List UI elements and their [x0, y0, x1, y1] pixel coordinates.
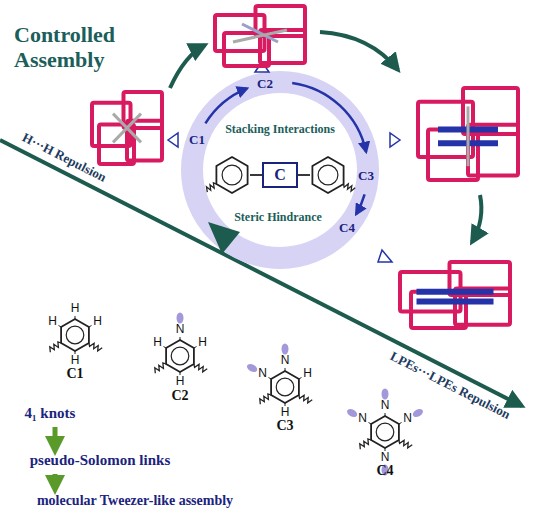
lone-pair — [282, 344, 289, 355]
aromatic-circle — [171, 347, 189, 365]
atom-symbol: N — [176, 323, 185, 337]
atom-symbol: N — [358, 412, 367, 426]
atom-symbol: H — [93, 315, 102, 329]
atom-symbol: N — [381, 451, 390, 465]
aromatic-ring — [61, 319, 89, 351]
knot-linker — [417, 299, 494, 305]
cycle-arrow — [356, 194, 364, 214]
atom-bond — [285, 368, 286, 371]
step-arrow — [170, 45, 205, 88]
atom-symbol: N — [281, 354, 290, 368]
atom-bond — [89, 326, 92, 328]
knot-linker — [417, 289, 494, 295]
aromatic-circle — [222, 165, 242, 185]
ring-step: C1 — [189, 133, 205, 148]
wavy-bond — [207, 183, 217, 192]
atom-symbol: H — [71, 354, 80, 368]
topology-label: molecular Tweezer-like assembly — [37, 493, 233, 509]
atom-symbol: H — [281, 406, 290, 420]
knot-linker — [113, 114, 141, 143]
cycle-label: Stacking Interactions — [225, 123, 335, 137]
bond — [298, 174, 310, 176]
ring-step: C3 — [358, 169, 374, 184]
cycle-arrowhead — [208, 222, 240, 254]
wavy-bond — [360, 439, 371, 449]
aromatic-ring — [371, 416, 399, 448]
cycle-label: Steric Hindrance — [234, 211, 322, 225]
lone-pair — [382, 389, 389, 400]
cycle-arrow — [205, 88, 247, 123]
wavy-bond — [50, 342, 61, 352]
knot-strand — [411, 292, 466, 328]
core-box: C — [262, 162, 298, 188]
wavy-bond — [299, 395, 312, 403]
atom-symbol: H — [198, 336, 207, 350]
atom-symbol: N — [258, 367, 267, 381]
lone-pair — [346, 407, 359, 419]
knot-linker — [233, 30, 287, 42]
aromatic-ring — [271, 371, 299, 403]
knot-strand — [127, 121, 162, 161]
atom-bond — [399, 423, 402, 425]
aromatic-circle — [276, 378, 294, 396]
knot-linker — [113, 114, 141, 143]
wavy-bond — [89, 343, 102, 351]
open-arrow — [168, 133, 178, 147]
wavy-bond — [260, 394, 271, 404]
lone-pair — [246, 362, 259, 374]
atom-bond — [269, 378, 272, 380]
atom-bond — [180, 337, 181, 340]
aromatic-ring — [216, 157, 247, 193]
aromatic-circle — [318, 165, 338, 185]
aromatic-ring — [312, 157, 343, 193]
atom-symbol: H — [153, 336, 162, 350]
knot-strand — [428, 129, 478, 180]
core-label: C — [274, 167, 286, 183]
ring-step: C4 — [339, 221, 355, 236]
knot-linker — [467, 106, 470, 166]
ring-step: C2 — [257, 77, 273, 92]
aromatic-circle — [376, 423, 394, 441]
atom-bond — [385, 413, 386, 416]
structure-label: C4 — [376, 463, 393, 479]
structure-label: C2 — [171, 388, 188, 404]
wavy-bond — [399, 440, 412, 448]
structure-label: C3 — [276, 418, 293, 434]
wavy-bond — [344, 184, 356, 191]
atom-bond — [299, 378, 302, 380]
atom-symbol: N — [403, 412, 412, 426]
cycle-ring — [192, 82, 368, 258]
down-arrow — [53, 474, 58, 487]
atom-bond — [194, 347, 197, 349]
diagram-title: Controlled Assembly — [14, 22, 149, 73]
step-arrow — [472, 195, 481, 242]
wavy-bond — [155, 363, 166, 373]
open-arrow — [378, 250, 392, 262]
topology-label: 4₁ knots — [25, 405, 76, 422]
atom-symbol: H — [176, 375, 185, 389]
atom-bond — [369, 423, 372, 425]
bond — [250, 174, 262, 176]
aromatic-ring — [166, 340, 194, 372]
atom-symbol: H — [48, 315, 57, 329]
atom-symbol: H — [303, 367, 312, 381]
atom-symbol: H — [71, 302, 80, 316]
atom-bond — [164, 347, 167, 349]
atom-bond — [59, 326, 62, 328]
wavy-bond — [194, 364, 207, 372]
atom-symbol: N — [381, 399, 390, 413]
lone-pair — [411, 407, 424, 419]
down-arrow — [53, 427, 58, 448]
cycle-arrow — [292, 83, 366, 152]
atom-bond — [75, 316, 76, 319]
aromatic-circle — [66, 326, 84, 344]
step-arrow — [320, 32, 398, 70]
open-arrow — [390, 133, 400, 147]
topology-label: pseudo-Solomon links — [30, 452, 170, 469]
lone-pair — [177, 313, 184, 324]
structure-label: C1 — [66, 366, 83, 382]
